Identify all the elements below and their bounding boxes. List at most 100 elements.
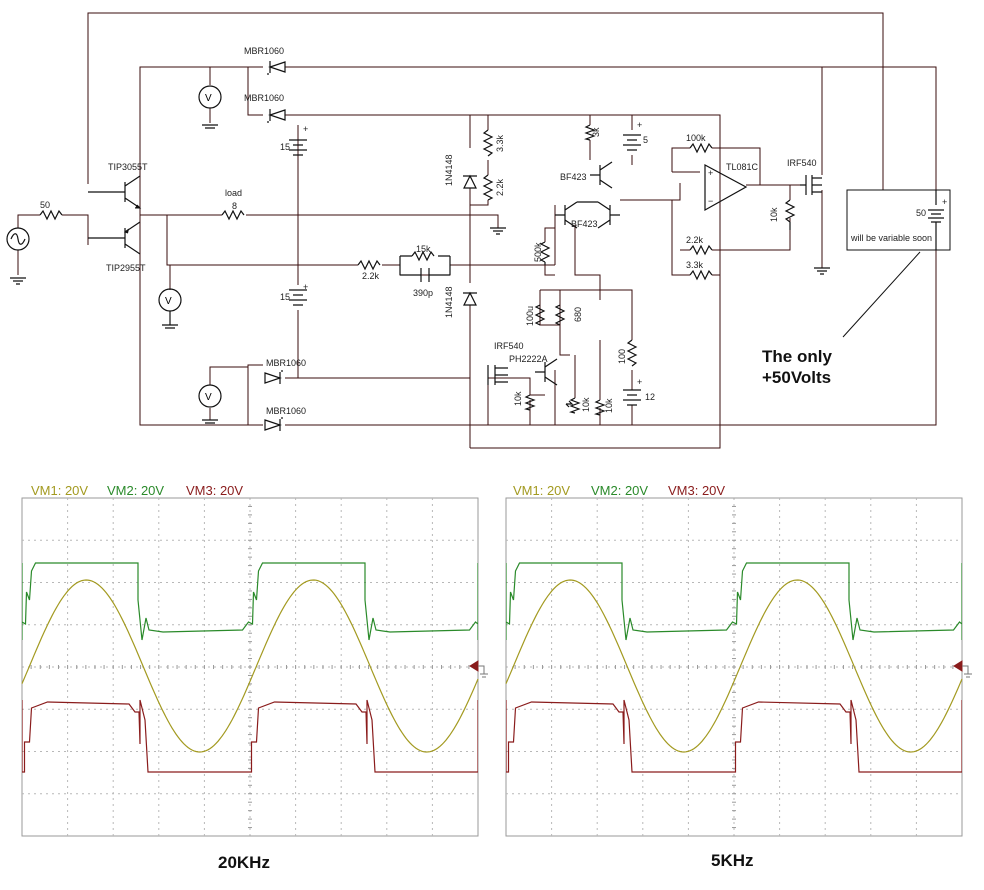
svg-text:15k: 15k	[416, 244, 431, 254]
svg-text:3.3k: 3.3k	[686, 260, 704, 270]
svg-text:BF423: BF423	[571, 219, 598, 229]
scope-legend-vm3: VM3: 20V	[668, 483, 725, 498]
mosfet-irf540-high: IRF540	[787, 158, 822, 195]
svg-text:500k: 500k	[533, 242, 543, 262]
scope-grid	[505, 497, 963, 837]
svg-text:+: +	[942, 197, 947, 207]
wire-outer-top	[87, 12, 884, 190]
scope-legend-vm1: VM1: 20V	[31, 483, 88, 498]
svg-text:+: +	[303, 124, 308, 134]
resistor-input: 50	[39, 200, 63, 221]
svg-text:+: +	[637, 377, 642, 387]
wire-opamp-net	[671, 147, 791, 276]
svg-text:+: +	[708, 168, 713, 178]
svg-text:+: +	[637, 120, 642, 130]
trace-vm2	[506, 562, 962, 641]
wire-feedback	[166, 215, 555, 276]
diode-top-2: MBR1060	[244, 93, 286, 123]
svg-text:+: +	[303, 282, 308, 292]
svg-text:TIP3055T: TIP3055T	[108, 162, 148, 172]
transistor-ph2222a: PH2222A	[509, 354, 558, 386]
scope-grid	[21, 497, 479, 837]
resistor-3-3k-op: 3.3k	[686, 260, 713, 281]
resistor-2-2k-feedback: 2.2k	[357, 259, 381, 281]
wire-input	[17, 214, 89, 275]
diode-bottom-1: MBR1060	[264, 358, 306, 384]
schematic-wires	[17, 12, 937, 449]
trace-vm1	[505, 579, 963, 753]
scope-legend-vm1: VM1: 20V	[513, 483, 570, 498]
ground-icon	[962, 665, 972, 678]
transistor-tip2955t: TIP2955T	[88, 221, 146, 273]
svg-text:5: 5	[643, 135, 648, 145]
trace-vm3	[506, 699, 962, 773]
wire-vm-bot	[209, 366, 248, 420]
capacitor-390p: 390p	[400, 268, 450, 298]
battery-15-bottom: + 15	[280, 282, 308, 306]
wire-rail-bottom	[139, 230, 937, 426]
resistor-3k: 3k	[583, 124, 601, 141]
svg-text:1N4148: 1N4148	[444, 154, 454, 186]
trace-vm2	[22, 562, 478, 641]
svg-text:100: 100	[617, 349, 627, 364]
wire-bf-pair	[544, 183, 681, 300]
svg-text:15: 15	[280, 292, 290, 302]
resistor-2-2k-op: 2.2k	[686, 235, 713, 256]
svg-text:100k: 100k	[686, 133, 706, 143]
svg-text:TIP2955T: TIP2955T	[106, 263, 146, 273]
svg-text:BF423: BF423	[560, 172, 587, 182]
svg-text:10k: 10k	[513, 391, 523, 406]
resistor-500k: 500k	[533, 241, 551, 265]
resistor-10k-c: 10k	[593, 398, 614, 416]
trace-vm3	[22, 699, 478, 773]
scope-caption: 20KHz	[218, 853, 270, 872]
svg-text:MBR1060: MBR1060	[244, 46, 284, 56]
svg-text:+50Volts: +50Volts	[762, 368, 831, 387]
opamp-tl081c: + − TL081C	[704, 162, 759, 212]
diode-bottom-2: MBR1060	[264, 406, 306, 431]
resistor-10k-b: 10k	[565, 397, 591, 414]
svg-text:MBR1060: MBR1060	[244, 93, 284, 103]
scope-legend-vm3: VM3: 20V	[186, 483, 243, 498]
svg-text:15: 15	[280, 142, 290, 152]
diode-1n4148-b: 1N4148	[444, 286, 477, 318]
battery-12: + 12	[623, 377, 655, 406]
svg-text:10k: 10k	[769, 207, 779, 222]
svg-text:12: 12	[645, 392, 655, 402]
svg-text:8: 8	[232, 201, 237, 211]
svg-text:V: V	[205, 93, 212, 104]
svg-text:IRF540: IRF540	[494, 341, 524, 351]
svg-text:3k: 3k	[591, 127, 601, 137]
wire-rail-top-right	[822, 66, 937, 190]
resistor-10k-a: 10k	[513, 391, 536, 411]
voltmeter-mid: V	[158, 288, 182, 329]
svg-text:2.2k: 2.2k	[495, 178, 505, 196]
resistor-3-3k: 3.3k	[482, 129, 505, 157]
scope-panel-left: VM1: 20V VM2: 20V VM3: 20V 20KHz	[21, 483, 488, 872]
svg-text:2.2k: 2.2k	[362, 271, 380, 281]
resistor-680: 680	[554, 304, 583, 326]
scope-legend-vm2: VM2: 20V	[591, 483, 648, 498]
svg-text:V: V	[205, 392, 212, 403]
annotation-50v: The only +50Volts	[762, 251, 921, 387]
svg-text:V: V	[165, 296, 172, 307]
svg-text:10k: 10k	[604, 398, 614, 413]
voltmeter-top: V	[198, 85, 222, 129]
resistor-load: load 8	[221, 188, 245, 221]
transistor-tip3055t: TIP3055T	[88, 162, 148, 209]
svg-text:100u: 100u	[525, 306, 535, 326]
svg-text:50: 50	[916, 208, 926, 218]
scope-panel-right: VM1: 20V VM2: 20V VM3: 20V 5KHz	[505, 483, 972, 870]
svg-text:−: −	[708, 196, 713, 206]
svg-text:10k: 10k	[581, 397, 591, 412]
wire-divider	[470, 115, 489, 206]
resistor-100k: 100k	[686, 133, 713, 154]
wire-bf-top	[589, 115, 633, 165]
ground-icon	[478, 665, 488, 678]
supply-50v-box: + 50 will be variable soon	[846, 189, 951, 251]
transistor-bf423-pair: BF423	[555, 201, 620, 229]
svg-text:MBR1060: MBR1060	[266, 358, 306, 368]
trace-vm1	[21, 579, 479, 753]
resistor-10k-gate: 10k	[769, 199, 796, 230]
